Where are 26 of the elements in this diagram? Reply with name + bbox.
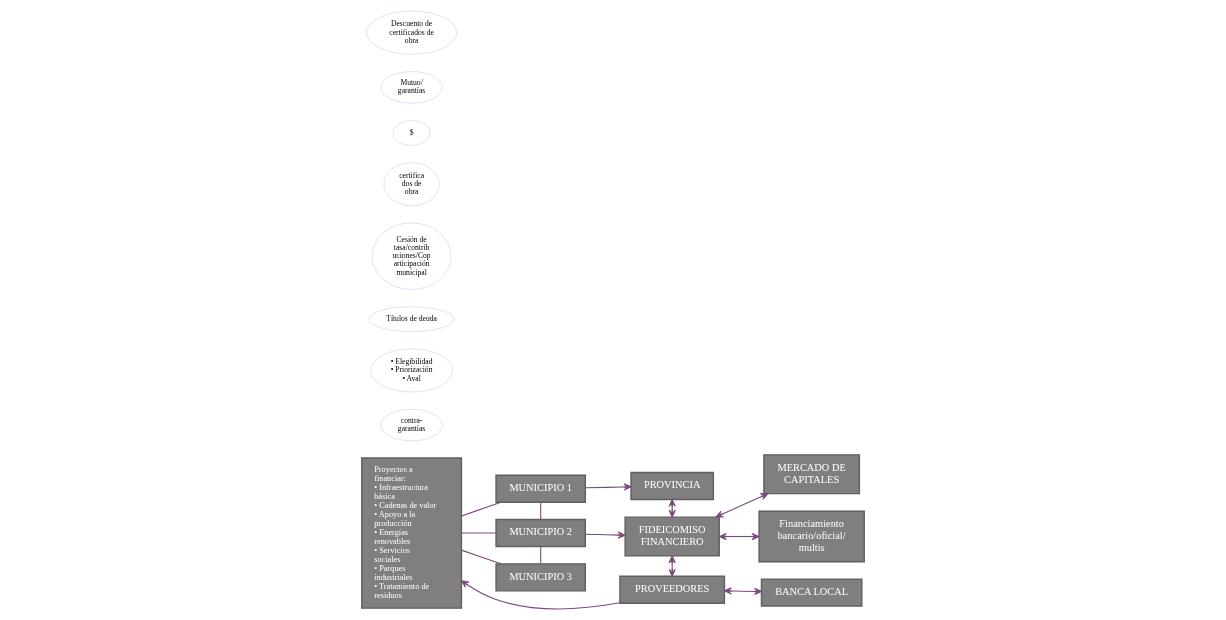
arrow: [460, 580, 621, 610]
node-box: MUNICIPIO 3: [495, 563, 586, 592]
arrow: [718, 532, 760, 541]
arrow: [723, 587, 762, 596]
node-box: PROVEEDORES: [619, 575, 726, 604]
node-ellipse: Descuento de certificados de obra: [366, 10, 457, 55]
node-box: MERCADO DE CAPITALES: [763, 454, 861, 495]
arrow: [715, 493, 769, 518]
connector: [460, 549, 502, 565]
node-ellipse: • Elegibilidad • Priorización • Aval: [370, 348, 453, 393]
node-box: MUNICIPIO 1: [495, 474, 586, 503]
node-ellipse: Títulos de deuda: [368, 306, 455, 332]
arrow: [584, 531, 626, 539]
connector: [460, 501, 502, 517]
arrow: [584, 483, 632, 491]
node-ellipse: Cesión de tasa/contrib uciones/Cop articipación municipal: [371, 222, 452, 290]
connector: [460, 532, 497, 534]
node-box: FIDEICOMISO FINANCIERO: [624, 516, 720, 557]
node-box: BANCA LOCAL: [760, 578, 863, 607]
node-ellipse: Mutuo/ garantías: [380, 71, 443, 104]
node-box: MUNICIPIO 2: [495, 518, 586, 548]
node-ellipse: contra- garantías: [380, 409, 443, 442]
node-ellipse: certifica dos de obra: [383, 162, 440, 207]
node-ellipse: $: [392, 120, 431, 146]
node-box: PROVINCIA: [630, 471, 715, 501]
node-box: Financiamiento bancario/oficial/ multis: [758, 510, 865, 563]
